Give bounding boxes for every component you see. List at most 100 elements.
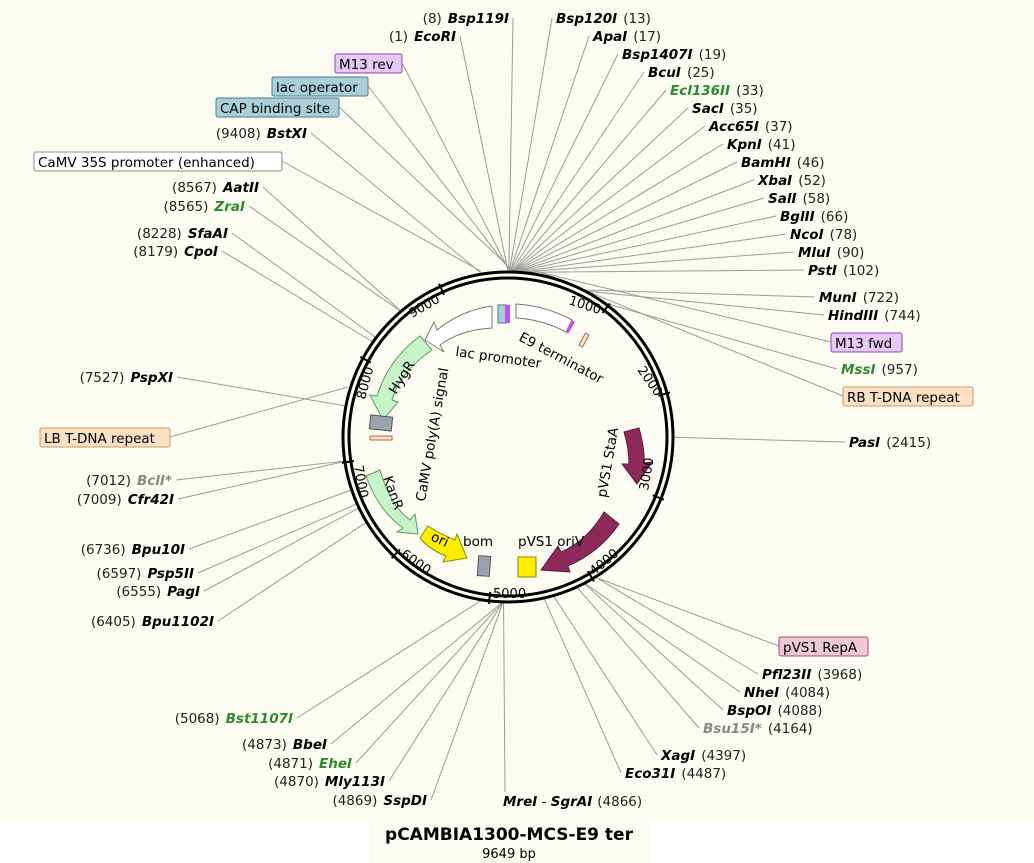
hygr-feature[interactable]: [369, 335, 433, 421]
site-bcli-pos: (7012): [86, 473, 131, 489]
site-cpoi[interactable]: (8179)CpoI: [133, 244, 218, 260]
site-bglii[interactable]: BglII (66): [780, 209, 848, 225]
site-xbai[interactable]: XbaI (52): [757, 173, 826, 189]
site-hindiii-pos: (744): [884, 308, 920, 324]
leader-line: [584, 290, 825, 316]
leader-line: [509, 35, 590, 273]
site-acc65i[interactable]: Acc65I(37): [708, 119, 793, 135]
bom-feature[interactable]: [476, 555, 492, 577]
site-bamhi[interactable]: BamHI(46): [741, 155, 825, 171]
site-kpni[interactable]: KpnI(41): [727, 137, 795, 153]
plasmid-length: 9649 bp: [482, 847, 536, 862]
site-aatii[interactable]: (8567)AatII: [172, 180, 259, 196]
site-bpu10i[interactable]: (6736)Bpu10I: [81, 542, 185, 558]
leader-line: [188, 489, 352, 550]
kanr-feature[interactable]: [365, 469, 419, 535]
ori-feature[interactable]: [419, 525, 468, 563]
leader-line: [430, 601, 504, 801]
camv35s-promoter-feature[interactable]: [424, 305, 493, 353]
backbone-inner: [347, 276, 669, 598]
site-acc65i-pos: (37): [765, 119, 793, 135]
site-pagi[interactable]: (6555)PagI: [116, 584, 200, 600]
site-ncoi-name: NcoI: [790, 227, 824, 243]
site-psp5ii[interactable]: (6597)Psp5II: [97, 566, 194, 582]
callout-lb-tdna-repeat-text: LB T-DNA repeat: [44, 431, 155, 447]
site-pasi[interactable]: PasI(2415): [849, 435, 931, 451]
leader-line: [459, 35, 509, 273]
scale-tick: [341, 459, 355, 464]
site-eco31i[interactable]: Eco31I(4487): [625, 766, 726, 782]
site-bspoi[interactable]: BspOI(4088): [727, 703, 822, 719]
site-bglii-pos: (66): [821, 209, 849, 225]
site-bcui[interactable]: BcuI (25): [648, 65, 715, 81]
site-muni[interactable]: MunI(722): [819, 290, 899, 306]
site-bstxi[interactable]: (9408)BstXI: [216, 126, 307, 142]
site-bcui-pos: (25): [687, 65, 715, 81]
site-ecl136ii[interactable]: Ecl136II(33): [670, 83, 764, 99]
pvs1-repa-feature[interactable]: [540, 511, 620, 573]
lac-promoter-feature[interactable]: [497, 304, 507, 324]
site-bsp1407i[interactable]: Bsp1407I(19): [622, 47, 726, 63]
site-sfaai[interactable]: (8228)SfaAI: [137, 226, 228, 242]
site-ecori[interactable]: (1)EcoRI: [389, 29, 456, 45]
site-cfr42i[interactable]: (7009)Cfr42I: [77, 492, 174, 508]
site-pfl23ii[interactable]: Pfl23II(3968): [762, 667, 862, 683]
leader-line: [510, 71, 645, 273]
site-pspxi[interactable]: (7527)PspXI: [80, 370, 173, 386]
site-bcli[interactable]: (7012)BclI*: [86, 473, 172, 489]
site-xbai-name: XbaI: [757, 173, 792, 189]
callout-m13-fwd-text: M13 fwd: [835, 336, 892, 352]
callout-m13-fwd[interactable]: M13 fwd: [830, 332, 903, 353]
site-bpu1102i[interactable]: (6405)Bpu1102I: [91, 614, 214, 630]
scale-tick: [487, 591, 492, 605]
scale-tick: [658, 391, 671, 397]
site-bsu15i[interactable]: Bsu15I*(4164): [703, 721, 813, 737]
leader-line: [330, 601, 504, 745]
site-nhei[interactable]: NheI(4084): [744, 685, 830, 701]
site-nhei-pos: (4084): [785, 685, 830, 701]
site-apai[interactable]: ApaI(17): [592, 29, 661, 45]
site-xagi[interactable]: XagI(4397): [660, 748, 746, 764]
site-mlui[interactable]: MluI(90): [798, 245, 864, 261]
site-sspdi[interactable]: (4869)SspDI: [332, 793, 427, 809]
site-bglii-name: BglII: [780, 209, 815, 225]
site-bsp1407i-pos: (19): [699, 47, 727, 63]
site-mrei-sgrai[interactable]: MreI - SgrAI(4866): [503, 794, 642, 810]
site-zrai[interactable]: (8565)ZraI: [164, 199, 245, 215]
site-saci[interactable]: SacI(35): [692, 101, 758, 117]
m13-rev-feature[interactable]: [505, 305, 510, 323]
site-mssi[interactable]: MssI(957): [841, 362, 918, 378]
site-bsp119i[interactable]: (8)Bsp119I: [423, 11, 509, 27]
site-ehei[interactable]: (4871)EheI: [268, 756, 352, 772]
site-bsp120i[interactable]: Bsp120I(13): [556, 11, 651, 27]
site-mly113i[interactable]: (4870)Mly113I: [274, 774, 385, 790]
site-bbei-pos: (4873): [242, 737, 287, 753]
callout-lac-operator[interactable]: lac operator: [271, 76, 369, 97]
site-mrei-name: MreI: [503, 794, 537, 810]
leader-line: [518, 269, 805, 273]
site-labels: (1)EcoRI (8)Bsp119I (9408)BstXI (8567)AatII…: [77, 11, 931, 809]
site-apai-name: ApaI: [592, 29, 627, 45]
site-bcui-name: BcuI: [648, 65, 681, 81]
site-pasi-name: PasI: [849, 435, 880, 451]
site-bst1107i[interactable]: (5068)Bst1107I: [175, 711, 293, 727]
site-ncoi-pos: (78): [830, 227, 858, 243]
site-xbai-pos: (52): [798, 173, 826, 189]
callout-camv-35s-promoter[interactable]: CaMV 35S promoter (enhanced): [33, 151, 283, 172]
site-sali[interactable]: SalI(58): [768, 191, 830, 207]
site-eco31i-pos: (4487): [681, 766, 726, 782]
site-ncoi[interactable]: NcoI (78): [790, 227, 857, 243]
pvs1-staa-feature[interactable]: [621, 427, 654, 485]
site-pspxi-name: PspXI: [130, 370, 173, 386]
callout-m13-rev[interactable]: M13 rev: [334, 53, 403, 74]
map-background: [0, 0, 1034, 822]
site-psti[interactable]: PstI(102): [808, 263, 879, 279]
site-hindiii[interactable]: HindIII(744): [828, 308, 921, 324]
callout-pvs1-repa[interactable]: pVS1 RepA: [778, 636, 869, 657]
leader-line: [503, 601, 506, 793]
site-bbei[interactable]: (4873)BbeI: [242, 737, 327, 753]
leader-line: [535, 270, 832, 343]
callout-lb-tdna-repeat[interactable]: LB T-DNA repeat: [39, 427, 171, 448]
callout-cap-binding-site[interactable]: CAP binding site: [215, 97, 340, 118]
callout-rb-tdna-repeat[interactable]: RB T-DNA repeat: [842, 386, 974, 407]
